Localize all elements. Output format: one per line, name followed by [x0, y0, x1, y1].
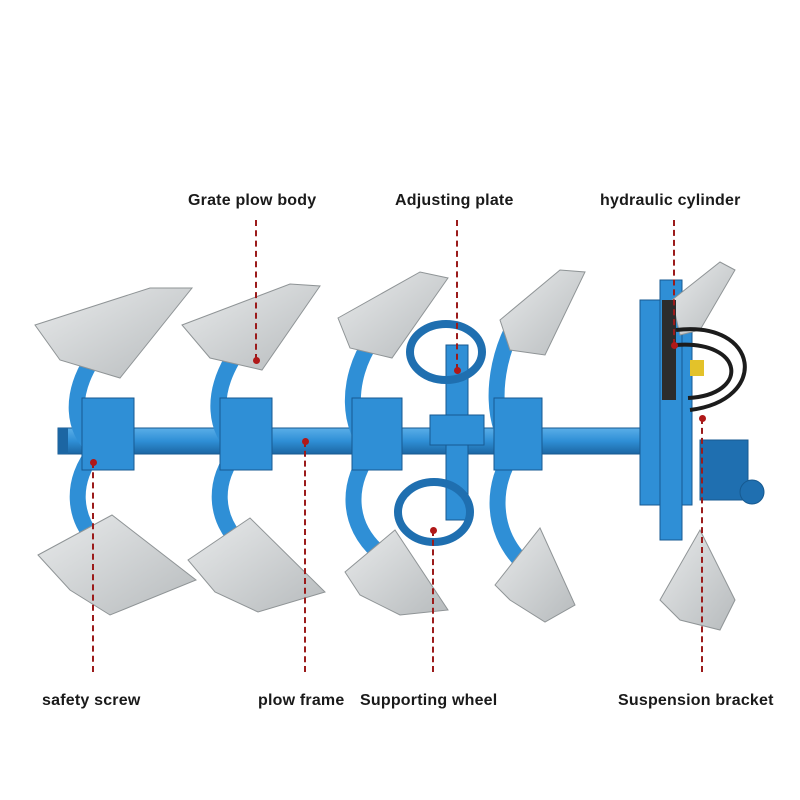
leader-supporting-wheel [432, 530, 434, 672]
leader-safety-screw [92, 462, 94, 672]
marker-adjusting-plate [454, 367, 461, 374]
plow-units [34, 269, 586, 623]
label-plow-frame: plow frame [258, 692, 345, 709]
leader-grate-plow-body [255, 220, 257, 360]
supporting-wheel-assembly [394, 320, 486, 546]
label-suspension-bracket: Suspension bracket [618, 692, 774, 709]
plow-unit-4 [488, 269, 586, 623]
marker-grate-plow-body [253, 357, 260, 364]
label-hydraulic-cylinder: hydraulic cylinder [600, 192, 741, 209]
plow-unit-1 [34, 287, 197, 616]
leader-suspension-bracket [701, 418, 703, 672]
label-grate-plow-body: Grate plow body [188, 192, 317, 209]
hydraulic-cylinder [662, 300, 747, 412]
plow-unit-2 [181, 283, 326, 613]
leader-adjusting-plate [456, 220, 458, 370]
marker-hydraulic-cylinder [671, 342, 678, 349]
label-supporting-wheel: Supporting wheel [360, 692, 498, 709]
marker-suspension-bracket [699, 415, 706, 422]
marker-supporting-wheel [430, 527, 437, 534]
label-safety-screw: safety screw [42, 692, 141, 709]
plow-unit-3 [337, 271, 449, 616]
leader-hydraulic-cylinder [673, 220, 675, 345]
marker-plow-frame [302, 438, 309, 445]
leader-plow-frame [304, 441, 306, 672]
marker-safety-screw [90, 459, 97, 466]
label-adjusting-plate: Adjusting plate [395, 192, 514, 209]
